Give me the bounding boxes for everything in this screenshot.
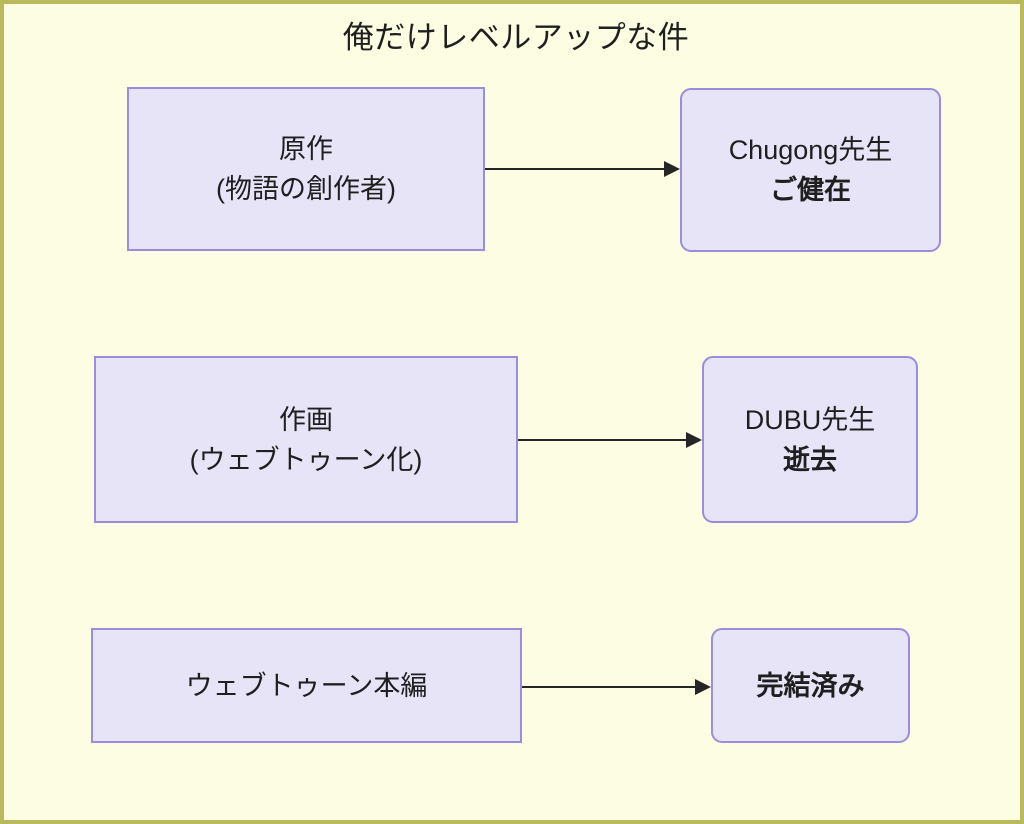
node-dubu-line-1: DUBU先生: [744, 404, 876, 435]
node-sakuga[interactable]: 作画 (ウェブトゥーン化): [94, 356, 518, 523]
node-chugong[interactable]: Chugong先生 ご健在: [680, 88, 941, 252]
node-webtoon[interactable]: ウェブトゥーン本編: [91, 628, 522, 743]
diagram-background: 俺だけレベルアップな件 原作 (物語の創作者) Chugong先生 ご健在 作画…: [4, 4, 1020, 820]
arrow-head-icon: [686, 432, 702, 448]
arrow-shaft: [485, 168, 666, 170]
node-chugong-status: ご健在: [770, 175, 851, 205]
node-sakuga-line-2: (ウェブトゥーン化): [189, 444, 423, 475]
arrow-head-icon: [695, 679, 711, 695]
node-gensaku-line-2: (物語の創作者): [216, 174, 396, 204]
node-dubu-status: 逝去: [783, 444, 837, 475]
page-title: 俺だけレベルアップな件: [342, 20, 690, 55]
arrow-shaft: [522, 686, 697, 688]
arrow-sakuga-to-dubu: [518, 430, 702, 450]
arrow-webtoon-to-kanketsu: [522, 677, 711, 697]
arrow-head-icon: [664, 161, 680, 177]
node-kanketsu-status: 完結済み: [756, 670, 865, 701]
node-gensaku-line-1: 原作: [279, 134, 333, 164]
arrow-gensaku-to-chugong: [485, 159, 680, 179]
node-dubu[interactable]: DUBU先生 逝去: [702, 356, 918, 523]
node-gensaku[interactable]: 原作 (物語の創作者): [127, 87, 485, 251]
arrow-shaft: [518, 439, 688, 441]
node-sakuga-line-1: 作画: [279, 404, 333, 435]
node-kanketsu[interactable]: 完結済み: [711, 628, 910, 743]
node-chugong-line-1: Chugong先生: [728, 135, 893, 165]
node-webtoon-line-1: ウェブトゥーン本編: [185, 670, 428, 701]
